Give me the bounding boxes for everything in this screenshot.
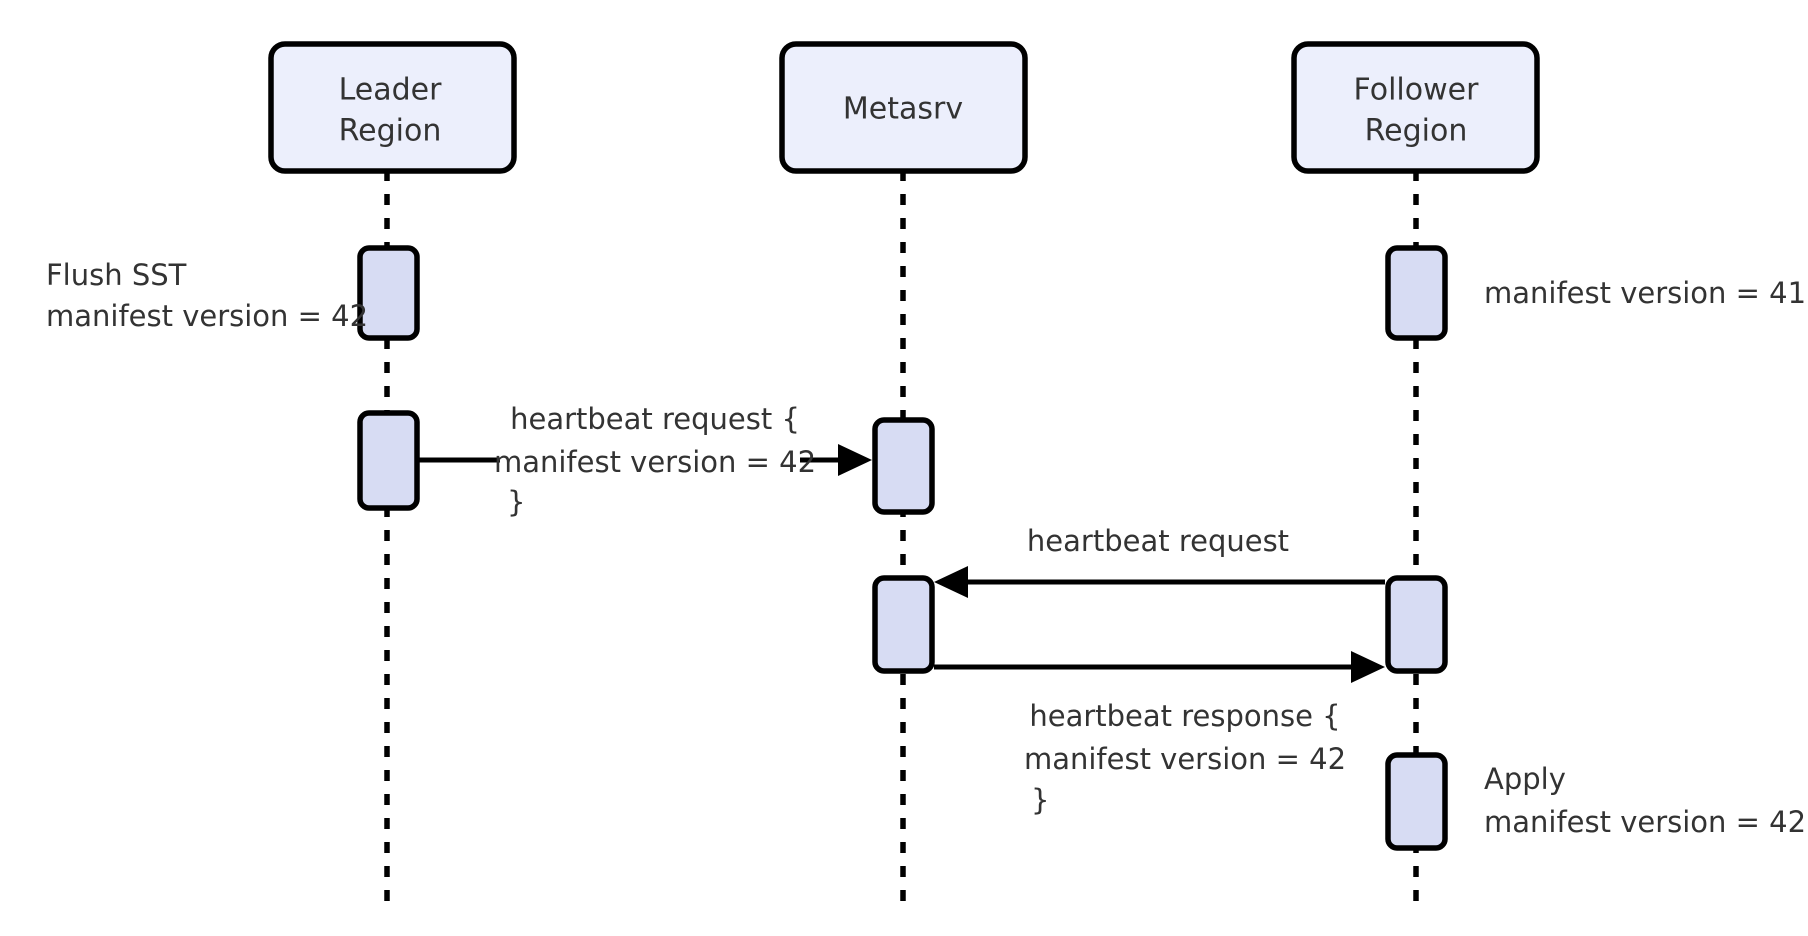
message-label-leader-to-metasrv: heartbeat request { manifest version = 4… bbox=[494, 402, 816, 519]
message-label-metasrv-to-follower: heartbeat response { manifest version = … bbox=[1024, 699, 1346, 817]
activation-leader-heartbeat[interactable] bbox=[357, 410, 420, 511]
activation-metasrv-recv-leader[interactable] bbox=[872, 417, 935, 515]
note-flush-sst-line2: manifest version = 42 bbox=[46, 299, 368, 333]
participant-leader-label-line1: Leader bbox=[339, 73, 443, 108]
note-apply-line1: Apply bbox=[1484, 762, 1566, 796]
activation-follower-apply[interactable] bbox=[1385, 752, 1448, 851]
message-label-leader-to-metasrv-line2: manifest version = 42 bbox=[494, 445, 816, 479]
participant-leader-label-line2: Region bbox=[339, 114, 442, 149]
participant-follower[interactable]: Follower Region bbox=[1291, 41, 1540, 174]
note-follower-version-line1: manifest version = 41 bbox=[1484, 276, 1806, 310]
participant-follower-box[interactable] bbox=[1291, 41, 1540, 174]
activation-metasrv-handle-follower[interactable] bbox=[872, 575, 935, 674]
note-follower-version: manifest version = 41 bbox=[1484, 276, 1806, 310]
activation-leader-flush[interactable] bbox=[357, 245, 420, 341]
message-label-metasrv-to-follower-line3: } bbox=[1031, 783, 1049, 817]
arrowhead-metasrv-to-follower bbox=[1351, 651, 1385, 683]
participant-metasrv[interactable]: Metasrv bbox=[779, 41, 1028, 174]
arrowhead-leader-to-metasrv bbox=[838, 444, 872, 476]
message-label-leader-to-metasrv-line3: } bbox=[507, 485, 525, 519]
participant-metasrv-box[interactable] bbox=[779, 41, 1028, 174]
message-label-metasrv-to-follower-line1: heartbeat response { bbox=[1029, 699, 1340, 733]
note-flush-sst-line1: Flush SST bbox=[46, 258, 187, 292]
message-label-leader-to-metasrv-line1: heartbeat request { bbox=[510, 402, 800, 436]
activation-follower-heartbeat[interactable] bbox=[1385, 575, 1448, 674]
participant-follower-label-line1: Follower bbox=[1354, 73, 1480, 108]
participant-leader-box[interactable] bbox=[268, 41, 517, 174]
note-apply-line2: manifest version = 42 bbox=[1484, 805, 1806, 839]
note-flush-sst: Flush SST manifest version = 42 bbox=[46, 258, 368, 333]
message-label-follower-to-metasrv-line1: heartbeat request bbox=[1027, 524, 1289, 558]
note-apply: Apply manifest version = 42 bbox=[1484, 762, 1806, 839]
activation-follower-initial[interactable] bbox=[1385, 245, 1448, 341]
message-label-follower-to-metasrv: heartbeat request bbox=[1027, 524, 1289, 558]
participant-follower-label-line2: Region bbox=[1365, 114, 1468, 149]
arrowhead-follower-to-metasrv bbox=[934, 566, 968, 598]
message-label-metasrv-to-follower-line2: manifest version = 42 bbox=[1024, 742, 1346, 776]
participant-metasrv-label-line1: Metasrv bbox=[843, 92, 963, 127]
participant-leader[interactable]: Leader Region bbox=[268, 41, 517, 174]
